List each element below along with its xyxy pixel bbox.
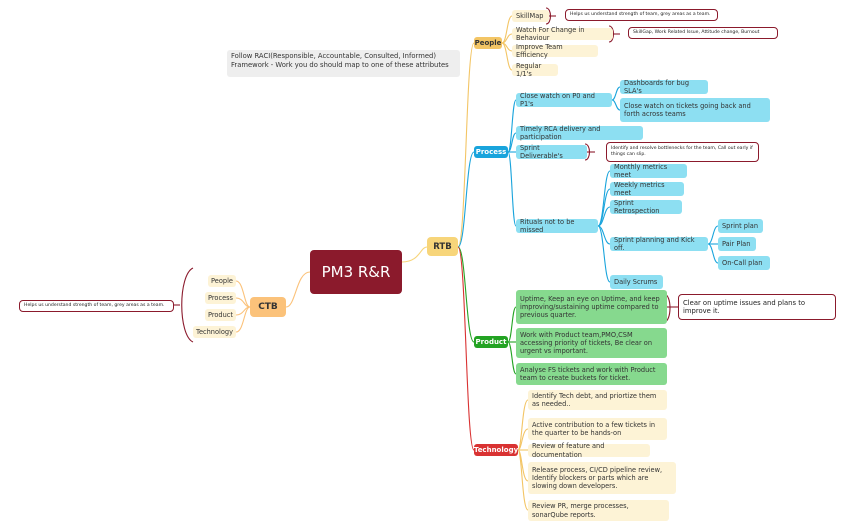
tech-debt-node[interactable]: Identify Tech debt, and priortize them a… [528,390,667,410]
skillmap-note: Helps us understand strength of team, gr… [565,9,718,21]
ctb-process-node[interactable]: Process [205,292,236,304]
sprint-deliverables-note: Identify and resolve bottlenecks for the… [606,142,759,162]
monthly-metrics-node[interactable]: Monthly metrics meet [610,163,687,179]
close-watch-p0-node[interactable]: Close watch on P0 and P1's [516,92,612,108]
timely-rca-node[interactable]: Timely RCA delivery and participation [516,125,643,141]
review-pr-node[interactable]: Review PR, merge processes, sonarQube re… [528,500,669,521]
ctb-note: Helps us understand strength of team, gr… [19,300,174,312]
dashboards-sla-node[interactable]: Dashboards for bug SLA's [620,79,708,95]
process-category[interactable]: Process [474,146,508,158]
weekly-metrics-node[interactable]: Weekly metrics meet [610,181,684,197]
ctb-product-node[interactable]: Product [205,309,236,321]
analyse-fs-tickets-node[interactable]: Analyse FS tickets and work with Product… [516,363,667,385]
rtb-topic[interactable]: RTB [427,237,458,256]
pair-plan-node[interactable]: Pair Plan [718,237,756,251]
ctb-people-node[interactable]: People [208,275,236,287]
rituals-node[interactable]: Rituals not to be missed [516,218,598,234]
sprint-retro-node[interactable]: Sprint Retrospection [610,199,682,215]
behaviour-note: SkillGap, Work Related Issue, Attitude c… [628,27,778,39]
release-process-node[interactable]: Release process, CI/CD pipeline review, … [528,462,676,494]
close-watch-tickets-node[interactable]: Close watch on tickets going back and fo… [620,98,770,122]
review-feature-node[interactable]: Review of feature and documentation [528,442,650,459]
uptime-note: Clear on uptime issues and plans to impr… [678,294,836,320]
central-topic[interactable]: PM3 R&R [310,250,402,294]
product-category[interactable]: Product [474,336,508,348]
regular-one-on-ones-node[interactable]: Regular 1/1's [512,62,558,78]
oncall-plan-node[interactable]: On-Call plan [718,256,770,270]
daily-scrums-node[interactable]: Daily Scrums [610,275,663,289]
framework-note: Follow RACI(Responsible, Accountable, Co… [227,50,460,77]
uptime-node[interactable]: Uptime, Keep an eye on Uptime, and keep … [516,290,667,324]
sprint-deliverables-node[interactable]: Sprint Deliverable's [516,144,587,160]
sprint-planning-node[interactable]: Sprint planning and Kick off. [610,236,708,252]
skillmap-node[interactable]: SkillMap [512,10,549,22]
ctb-topic[interactable]: CTB [250,297,286,317]
sprint-plan-node[interactable]: Sprint plan [718,219,763,233]
technology-category[interactable]: Technology [473,444,519,456]
watch-behaviour-node[interactable]: Watch For Change in Behaviour [512,26,613,42]
improve-efficiency-node[interactable]: Improve Team Efficiency [512,43,598,59]
product-team-priority-node[interactable]: Work with Product team,PMO,CSM accessing… [516,328,667,358]
people-category[interactable]: People [474,37,502,49]
ctb-technology-node[interactable]: Technology [193,326,236,338]
active-contribution-node[interactable]: Active contribution to a few tickets in … [528,418,667,440]
